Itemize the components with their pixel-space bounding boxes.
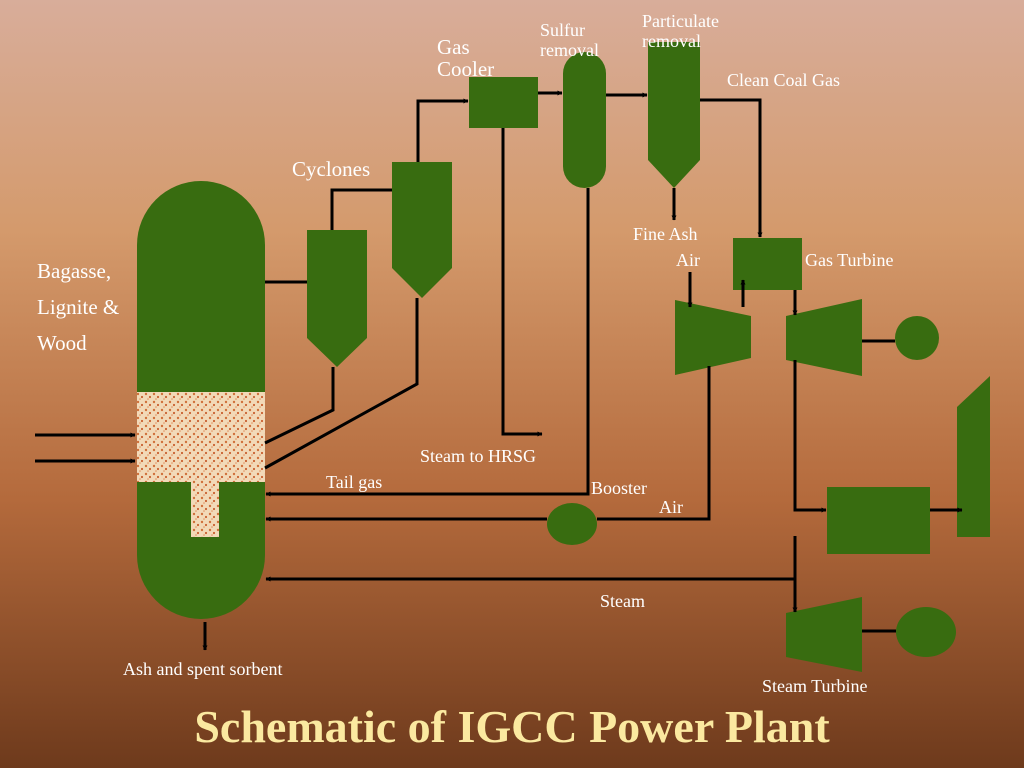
fluidized-bed: [137, 392, 265, 482]
label-feed-line-2: Lignite &: [37, 295, 120, 319]
label-fine-ash: Fine Ash: [633, 224, 698, 244]
exhaust-stack: [957, 376, 990, 537]
label-booster: Booster: [591, 478, 647, 498]
cyclone-2: [392, 162, 452, 298]
label-steam: Steam: [600, 591, 645, 611]
label-cyclones: Cyclones: [292, 157, 371, 181]
label-tail-gas: Tail gas: [326, 472, 383, 492]
sulfur-removal-unit: [563, 52, 606, 188]
label-feedstock: Bagasse, Lignite & Wood: [37, 253, 119, 361]
steam-turbine-generator: [896, 607, 956, 657]
cyclone-1: [307, 230, 367, 367]
label-sulfur-removal-line-2: removal: [540, 40, 599, 60]
label-gas-cooler-line-2: Cooler: [437, 57, 495, 81]
steam-turbine: [786, 597, 862, 672]
label-feed-line-3: Wood: [37, 331, 87, 355]
line-cyclone-1-to-cyclone-2: [330, 188, 392, 230]
gas-cooler: [469, 77, 538, 128]
label-particulate-removal: Particulate removal: [642, 11, 719, 51]
line-clean-gas-to-combustor: [700, 98, 763, 238]
label-sulfur-removal-line-1: Sulfur: [540, 20, 585, 40]
line-cyclone-1-return: [264, 367, 335, 445]
line-tail-gas: [265, 188, 590, 497]
page-title: Schematic of IGCC Power Plant: [194, 701, 830, 752]
label-ash-spent-sorbent: Ash and spent sorbent: [123, 659, 283, 679]
line-air-to-booster: [597, 366, 711, 521]
particulate-removal-unit: [648, 42, 700, 188]
booster-compressor: [547, 503, 597, 545]
gas-turbine-expander: [786, 299, 862, 376]
gas-turbine-generator: [895, 316, 939, 360]
label-air-top: Air: [676, 250, 700, 270]
label-steam-turbine: Steam Turbine: [762, 676, 868, 696]
label-sulfur-removal: Sulfur removal: [540, 20, 599, 60]
label-gas-turbine: Gas Turbine: [805, 250, 894, 270]
line-steam-to-hrsg: [501, 128, 543, 437]
line-expander-exhaust-to-hrsg: [793, 360, 827, 513]
label-particulate-removal-line-1: Particulate: [642, 11, 719, 31]
line-cyclone-2-return: [264, 298, 419, 470]
label-feed-line-1: Bagasse,: [37, 259, 112, 283]
hrsg-unit: [827, 487, 930, 554]
label-air-bottom: Air: [659, 497, 683, 517]
label-gas-cooler: Gas Cooler: [437, 36, 494, 80]
gas-turbine-compressor: [675, 300, 751, 375]
label-steam-to-hrsg: Steam to HRSG: [420, 446, 537, 466]
bed-downcomer: [191, 480, 219, 537]
line-steam-to-gasifier: [265, 536, 797, 582]
label-clean-coal-gas: Clean Coal Gas: [727, 70, 840, 90]
label-particulate-removal-line-2: removal: [642, 31, 701, 51]
label-gas-cooler-line-1: Gas: [437, 35, 470, 59]
line-cyclone-2-to-gas-cooler: [416, 98, 469, 162]
